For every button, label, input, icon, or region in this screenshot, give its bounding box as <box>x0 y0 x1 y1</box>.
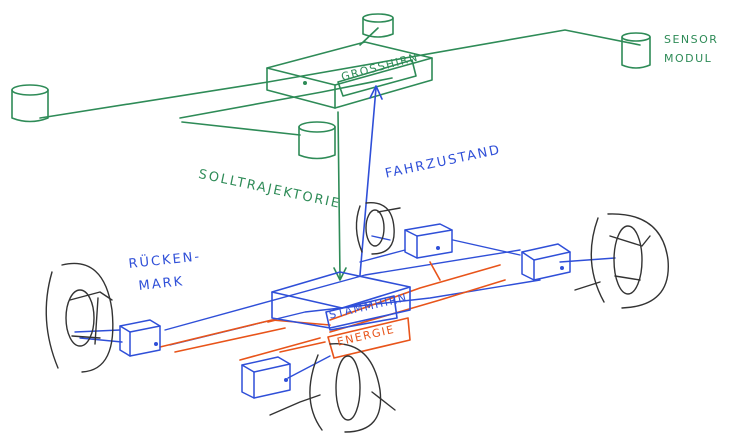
sensor-module-label-line1: SENSOR <box>664 34 718 45</box>
sensor-module-front <box>299 122 335 159</box>
actuator-box-rear-left <box>405 224 452 258</box>
fahrzustand-arrow <box>360 86 382 275</box>
wheel-front-right <box>270 344 395 432</box>
sensor-module-right <box>622 33 650 68</box>
actuator-box-left <box>120 320 160 356</box>
wheel-front-left <box>46 263 113 372</box>
wheel-rear-right <box>575 214 668 308</box>
sensor-module-left <box>12 85 48 122</box>
actuator-box-center <box>242 357 290 398</box>
sensor-module-label-line2: MODUL <box>664 53 712 64</box>
sensor-module-top <box>363 14 393 37</box>
